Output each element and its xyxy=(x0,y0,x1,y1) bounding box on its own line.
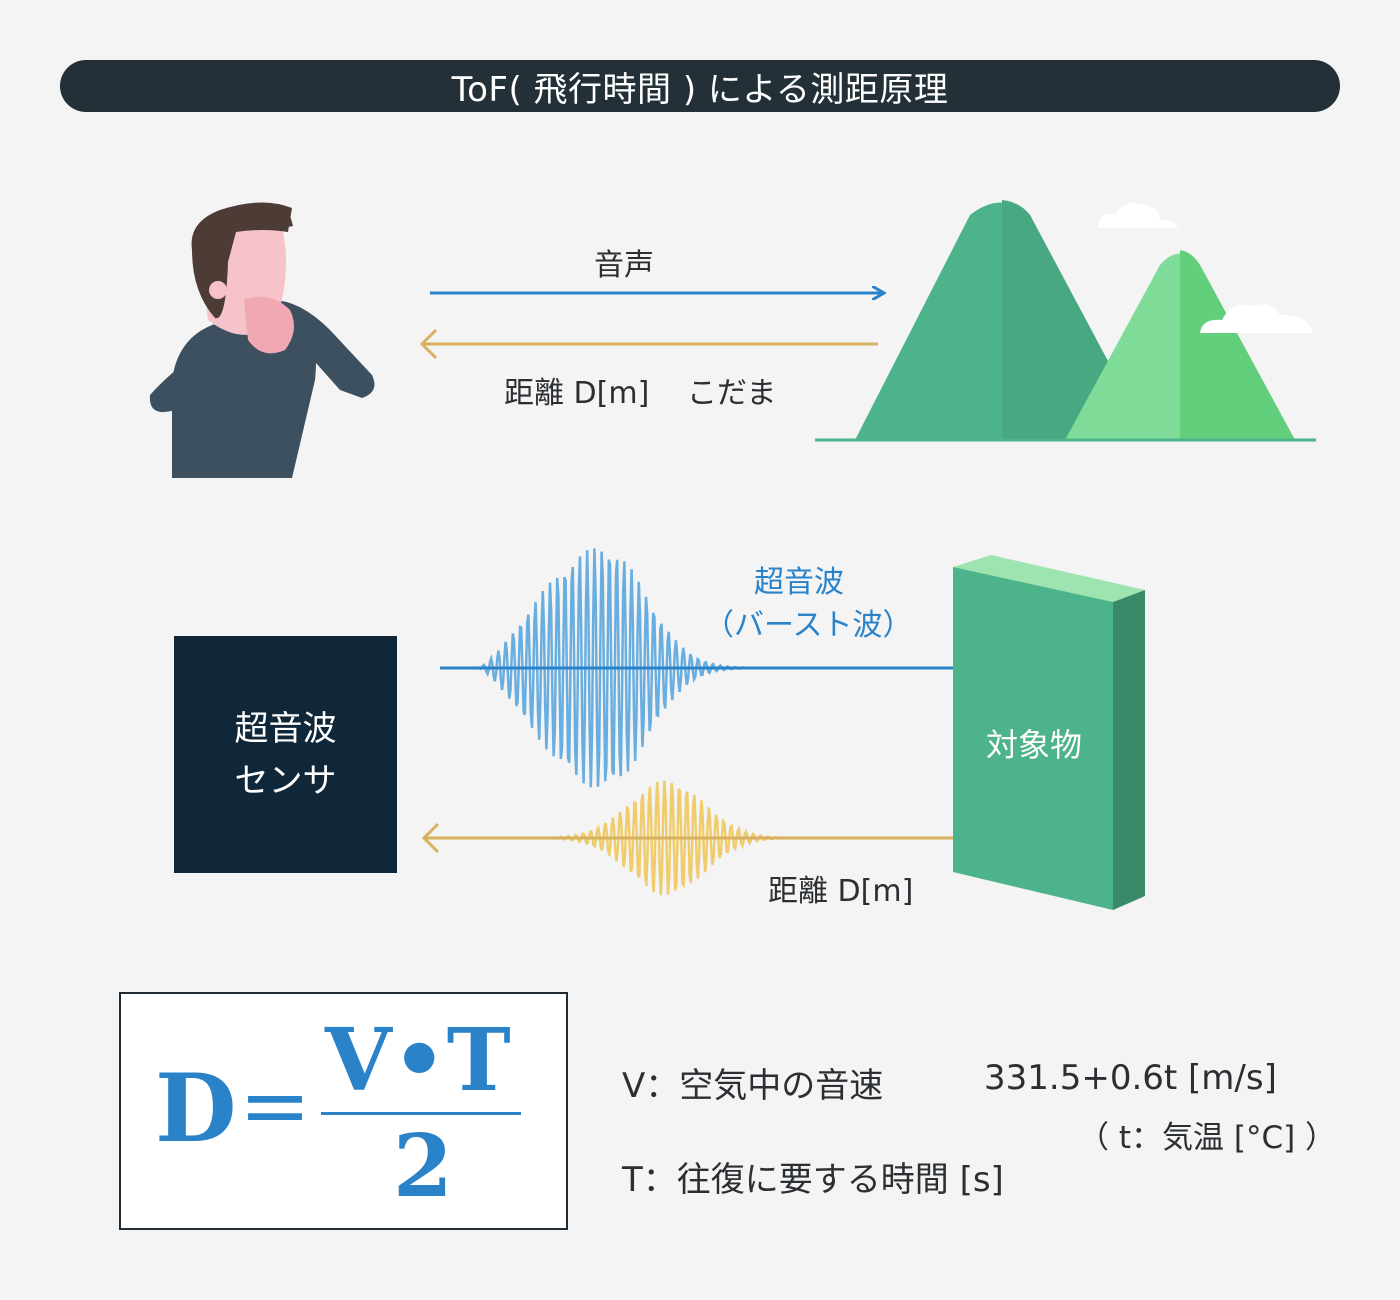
title-banner: ToF( 飛行時間 ) による測距原理 xyxy=(60,60,1340,112)
distance-label-top: 距離 D[m] xyxy=(504,376,650,411)
formula-denominator: 2 xyxy=(393,1116,453,1217)
target-object-block xyxy=(953,555,1145,910)
target-label: 対象物 xyxy=(985,726,1082,764)
legend-t-line: T：往復に要する時間 [s] xyxy=(622,1160,1004,1200)
sensor-label-line1: 超音波 xyxy=(234,708,337,749)
legend-t-note: （ t：気温 [°C] ） xyxy=(1078,1120,1337,1156)
distance-label-bottom: 距離 D[m] xyxy=(768,874,914,909)
echo-label: こだま xyxy=(687,376,777,411)
wave-label-line2: （バースト波） xyxy=(704,608,913,643)
mountain-illustration xyxy=(815,200,1316,442)
sensor-label-line2: センサ xyxy=(234,760,337,801)
wave-label-line1: 超音波 xyxy=(754,565,844,600)
formula-numerator: V•T xyxy=(325,1010,511,1111)
ultrasonic-sensor-box: 超音波 センサ xyxy=(174,636,397,873)
echo-arrow xyxy=(419,328,878,360)
formula-lhs: D xyxy=(155,1054,237,1164)
sound-label: 音声 xyxy=(594,248,654,283)
reflection-arrow xyxy=(421,822,1016,854)
person-shouting-illustration xyxy=(149,202,375,478)
legend-v-value: 331.5+0.6t [m/s] xyxy=(984,1058,1277,1098)
legend-v-line: V：空気中の音速 xyxy=(622,1066,884,1106)
fraction-bar xyxy=(321,1112,521,1115)
formula-equals: = xyxy=(239,1056,312,1156)
formula-box: D = V•T 2 xyxy=(119,992,568,1230)
page-title: ToF( 飛行時間 ) による測距原理 xyxy=(451,69,949,110)
